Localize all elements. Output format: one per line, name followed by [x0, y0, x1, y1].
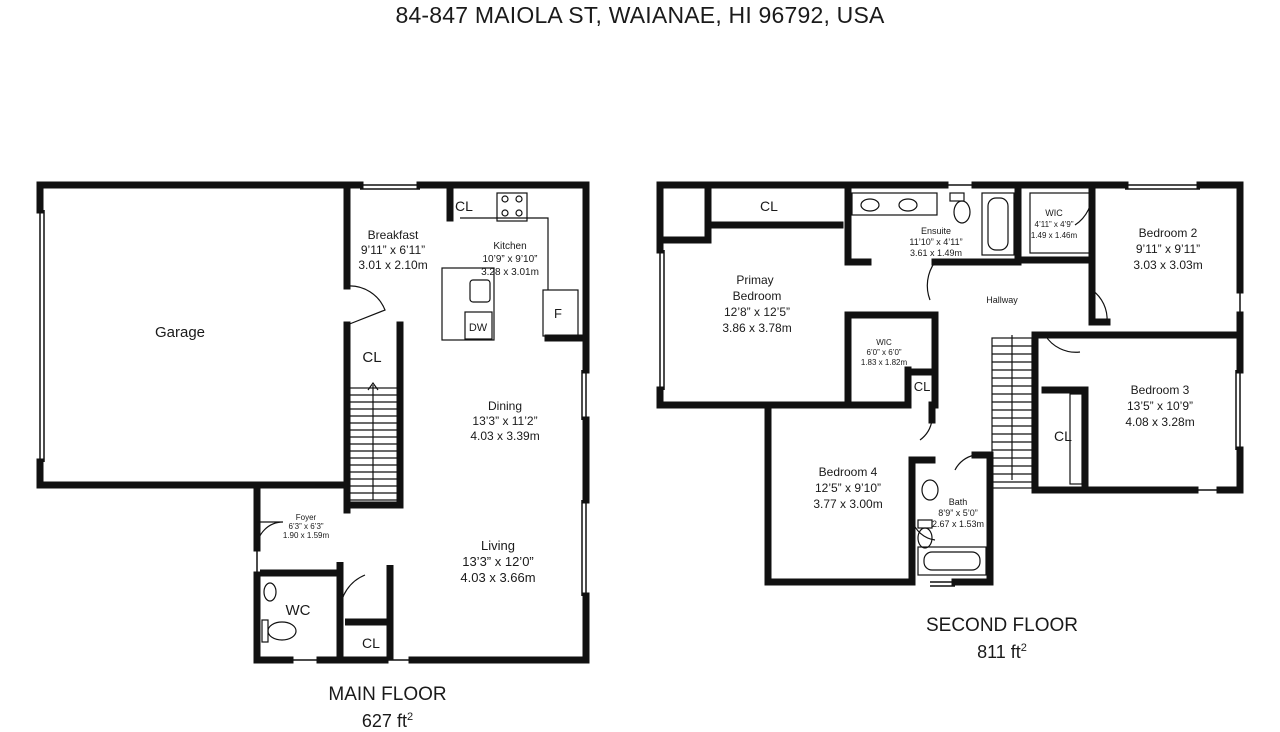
primary-bedroom-imperial: 12’8” x 12’5” — [724, 305, 790, 319]
bedroom2-metric: 3.03 x 3.03m — [1133, 258, 1202, 272]
breakfast-metric: 3.01 x 2.10m — [358, 258, 427, 272]
ensuite-label: Ensuite — [921, 226, 951, 236]
living-metric: 4.03 x 3.66m — [460, 570, 535, 585]
bedroom4-metric: 3.77 x 3.00m — [813, 497, 882, 511]
dining-imperial: 13’3” x 11’2” — [472, 414, 537, 428]
bedroom2-imperial: 9’11” x 9’11” — [1136, 242, 1200, 256]
main-floor-title: MAIN FLOOR 627 ft2 — [300, 684, 475, 732]
wic-closet-label: CL — [914, 379, 931, 394]
second-floor-room-labels: Primay Bedroom 12’8” x 12’5” 3.86 x 3.78… — [722, 198, 1202, 529]
main-floor-room-labels: Garage Breakfast 9’11” x 6’11” 3.01 x 2.… — [155, 198, 562, 651]
second-floor-plan — [656, 181, 1244, 587]
wic-top-imperial: 4’11” x 4’9” — [1035, 220, 1074, 229]
dining-metric: 4.03 x 3.39m — [470, 429, 539, 443]
bedroom3-metric: 4.08 x 3.28m — [1125, 415, 1194, 429]
kitchen-label: Kitchen — [493, 241, 526, 252]
second-floor-title: SECOND FLOOR 811 ft2 — [902, 615, 1102, 663]
breakfast-imperial: 9’11” x 6’11” — [361, 243, 425, 257]
property-address: 84-847 MAIOLA ST, WAIANAE, HI 96792, USA — [395, 2, 885, 28]
second-floor-area: 811 ft2 — [902, 637, 1102, 663]
primary-bedroom-metric: 3.86 x 3.78m — [722, 321, 791, 335]
dishwasher-label: DW — [469, 322, 488, 334]
bottom-closet-label: CL — [362, 635, 380, 651]
garage-label: Garage — [155, 324, 205, 341]
kitchen-closet-label: CL — [455, 198, 473, 214]
bedroom3-imperial: 13’5” x 10’9” — [1127, 399, 1193, 413]
fridge-label: F — [554, 306, 562, 321]
second-floor-area-unit: ft — [1010, 642, 1021, 662]
foyer-label: Foyer — [296, 513, 317, 522]
foyer-metric: 1.90 x 1.59m — [283, 531, 330, 540]
bedroom2-label: Bedroom 2 — [1139, 226, 1198, 240]
primary-bedroom-label-2: Bedroom — [733, 289, 782, 303]
primary-closet-label: CL — [760, 198, 778, 214]
bedroom4-imperial: 12’5” x 9’10” — [815, 481, 881, 495]
wic-mid-label: WIC — [876, 338, 892, 347]
wc-label: WC — [286, 602, 311, 619]
ensuite-imperial: 11’10” x 4’11” — [909, 237, 962, 247]
second-floor-name: SECOND FLOOR — [925, 615, 1079, 636]
hallway-label: Hallway — [986, 295, 1018, 305]
bath-imperial: 8’9” x 5’0” — [938, 508, 978, 518]
stair-closet-label: CL — [362, 349, 381, 366]
second-floor-area-exponent: 2 — [1020, 642, 1027, 654]
main-floor-area: 627 ft2 — [300, 706, 475, 732]
main-floor-area-unit: ft — [396, 711, 407, 731]
breakfast-label: Breakfast — [368, 228, 419, 242]
ensuite-metric: 3.61 x 1.49m — [910, 248, 962, 258]
wic-mid-metric: 1.83 x 1.82m — [861, 358, 908, 367]
wic-top-label: WIC — [1045, 208, 1063, 218]
bath-label: Bath — [949, 497, 968, 507]
foyer-imperial: 6’3” x 6’3” — [288, 522, 323, 531]
bath-metric: 2.67 x 1.53m — [932, 519, 984, 529]
main-floor-plan — [36, 181, 590, 664]
living-label: Living — [481, 538, 515, 553]
bedroom4-label: Bedroom 4 — [819, 465, 878, 479]
dining-label: Dining — [488, 399, 522, 413]
main-floor-area-exponent: 2 — [406, 711, 414, 723]
primary-bedroom-label-1: Primay — [736, 273, 773, 287]
kitchen-metric: 3.28 x 3.01m — [481, 267, 539, 278]
wic-top-metric: 1.49 x 1.46m — [1031, 231, 1078, 240]
living-imperial: 13’3” x 12’0” — [462, 554, 534, 569]
main-floor-name: MAIN FLOOR — [328, 684, 447, 705]
kitchen-imperial: 10’9” x 9’10” — [482, 254, 537, 265]
bedroom3-label: Bedroom 3 — [1131, 383, 1190, 397]
second-floor-area-value: 811 — [977, 642, 1006, 662]
bedroom3-closet-label: CL — [1054, 428, 1072, 444]
main-floor-area-value: 627 — [361, 711, 392, 731]
wic-mid-imperial: 6’0” x 6’0” — [866, 348, 901, 357]
